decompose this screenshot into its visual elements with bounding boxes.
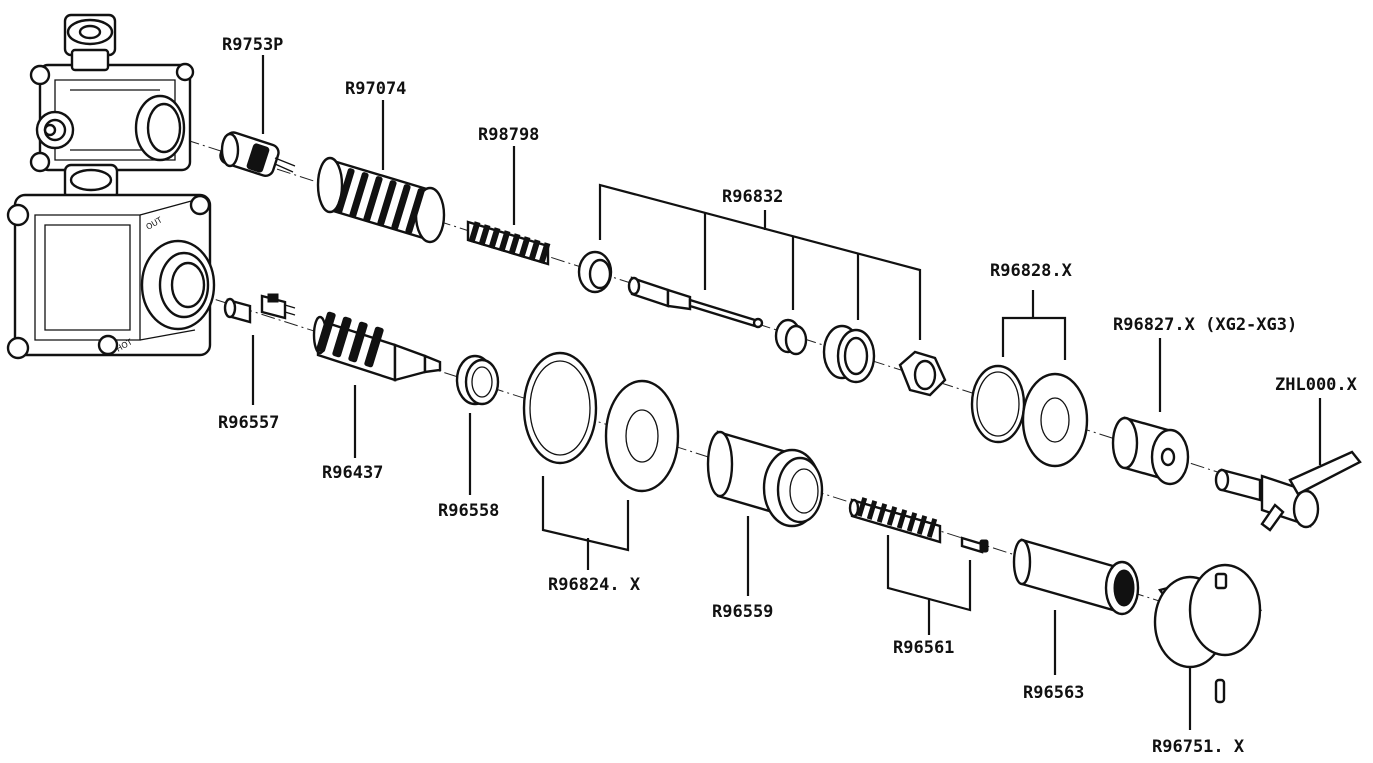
part-r9753p	[219, 131, 296, 177]
part-r98798	[466, 220, 551, 266]
label-r96558: R96558	[438, 501, 499, 521]
label-r96828x: R96828.X	[990, 261, 1073, 281]
part-r96563	[1012, 538, 1140, 616]
part-r96832-set	[577, 250, 947, 397]
part-labels: R9753P R97074 R98798 R96832 R96828.X R96…	[218, 35, 1358, 757]
part-r96751x	[1153, 563, 1263, 704]
part-r96827x	[1111, 416, 1190, 486]
part-r96557	[223, 293, 296, 324]
part-r96561	[848, 497, 989, 554]
label-zhl000x: ZHL000.X	[1275, 375, 1358, 395]
label-r96437: R96437	[322, 463, 383, 483]
label-r96751x: R96751. X	[1152, 737, 1245, 757]
part-r96437	[312, 311, 442, 382]
valve-body: OUT HOT	[6, 13, 216, 360]
label-r96832: R96832	[722, 187, 783, 207]
label-r96563: R96563	[1023, 683, 1084, 703]
label-r96561: R96561	[893, 638, 954, 658]
part-r96824x	[522, 351, 680, 493]
part-zhl000x	[1214, 450, 1362, 532]
part-r97074	[316, 156, 446, 244]
label-r98798: R98798	[478, 125, 539, 145]
label-r96557: R96557	[218, 413, 279, 433]
part-r96558	[455, 354, 500, 406]
label-r9753p: R9753P	[222, 35, 283, 55]
part-r96559	[706, 430, 824, 528]
label-r96827x: R96827.X (XG2-XG3)	[1113, 315, 1297, 335]
label-r97074: R97074	[345, 79, 406, 99]
label-r96824x: R96824. X	[548, 575, 641, 595]
part-r96828x	[970, 364, 1089, 468]
leader-lines	[251, 55, 1322, 730]
label-r96559: R96559	[712, 602, 773, 622]
